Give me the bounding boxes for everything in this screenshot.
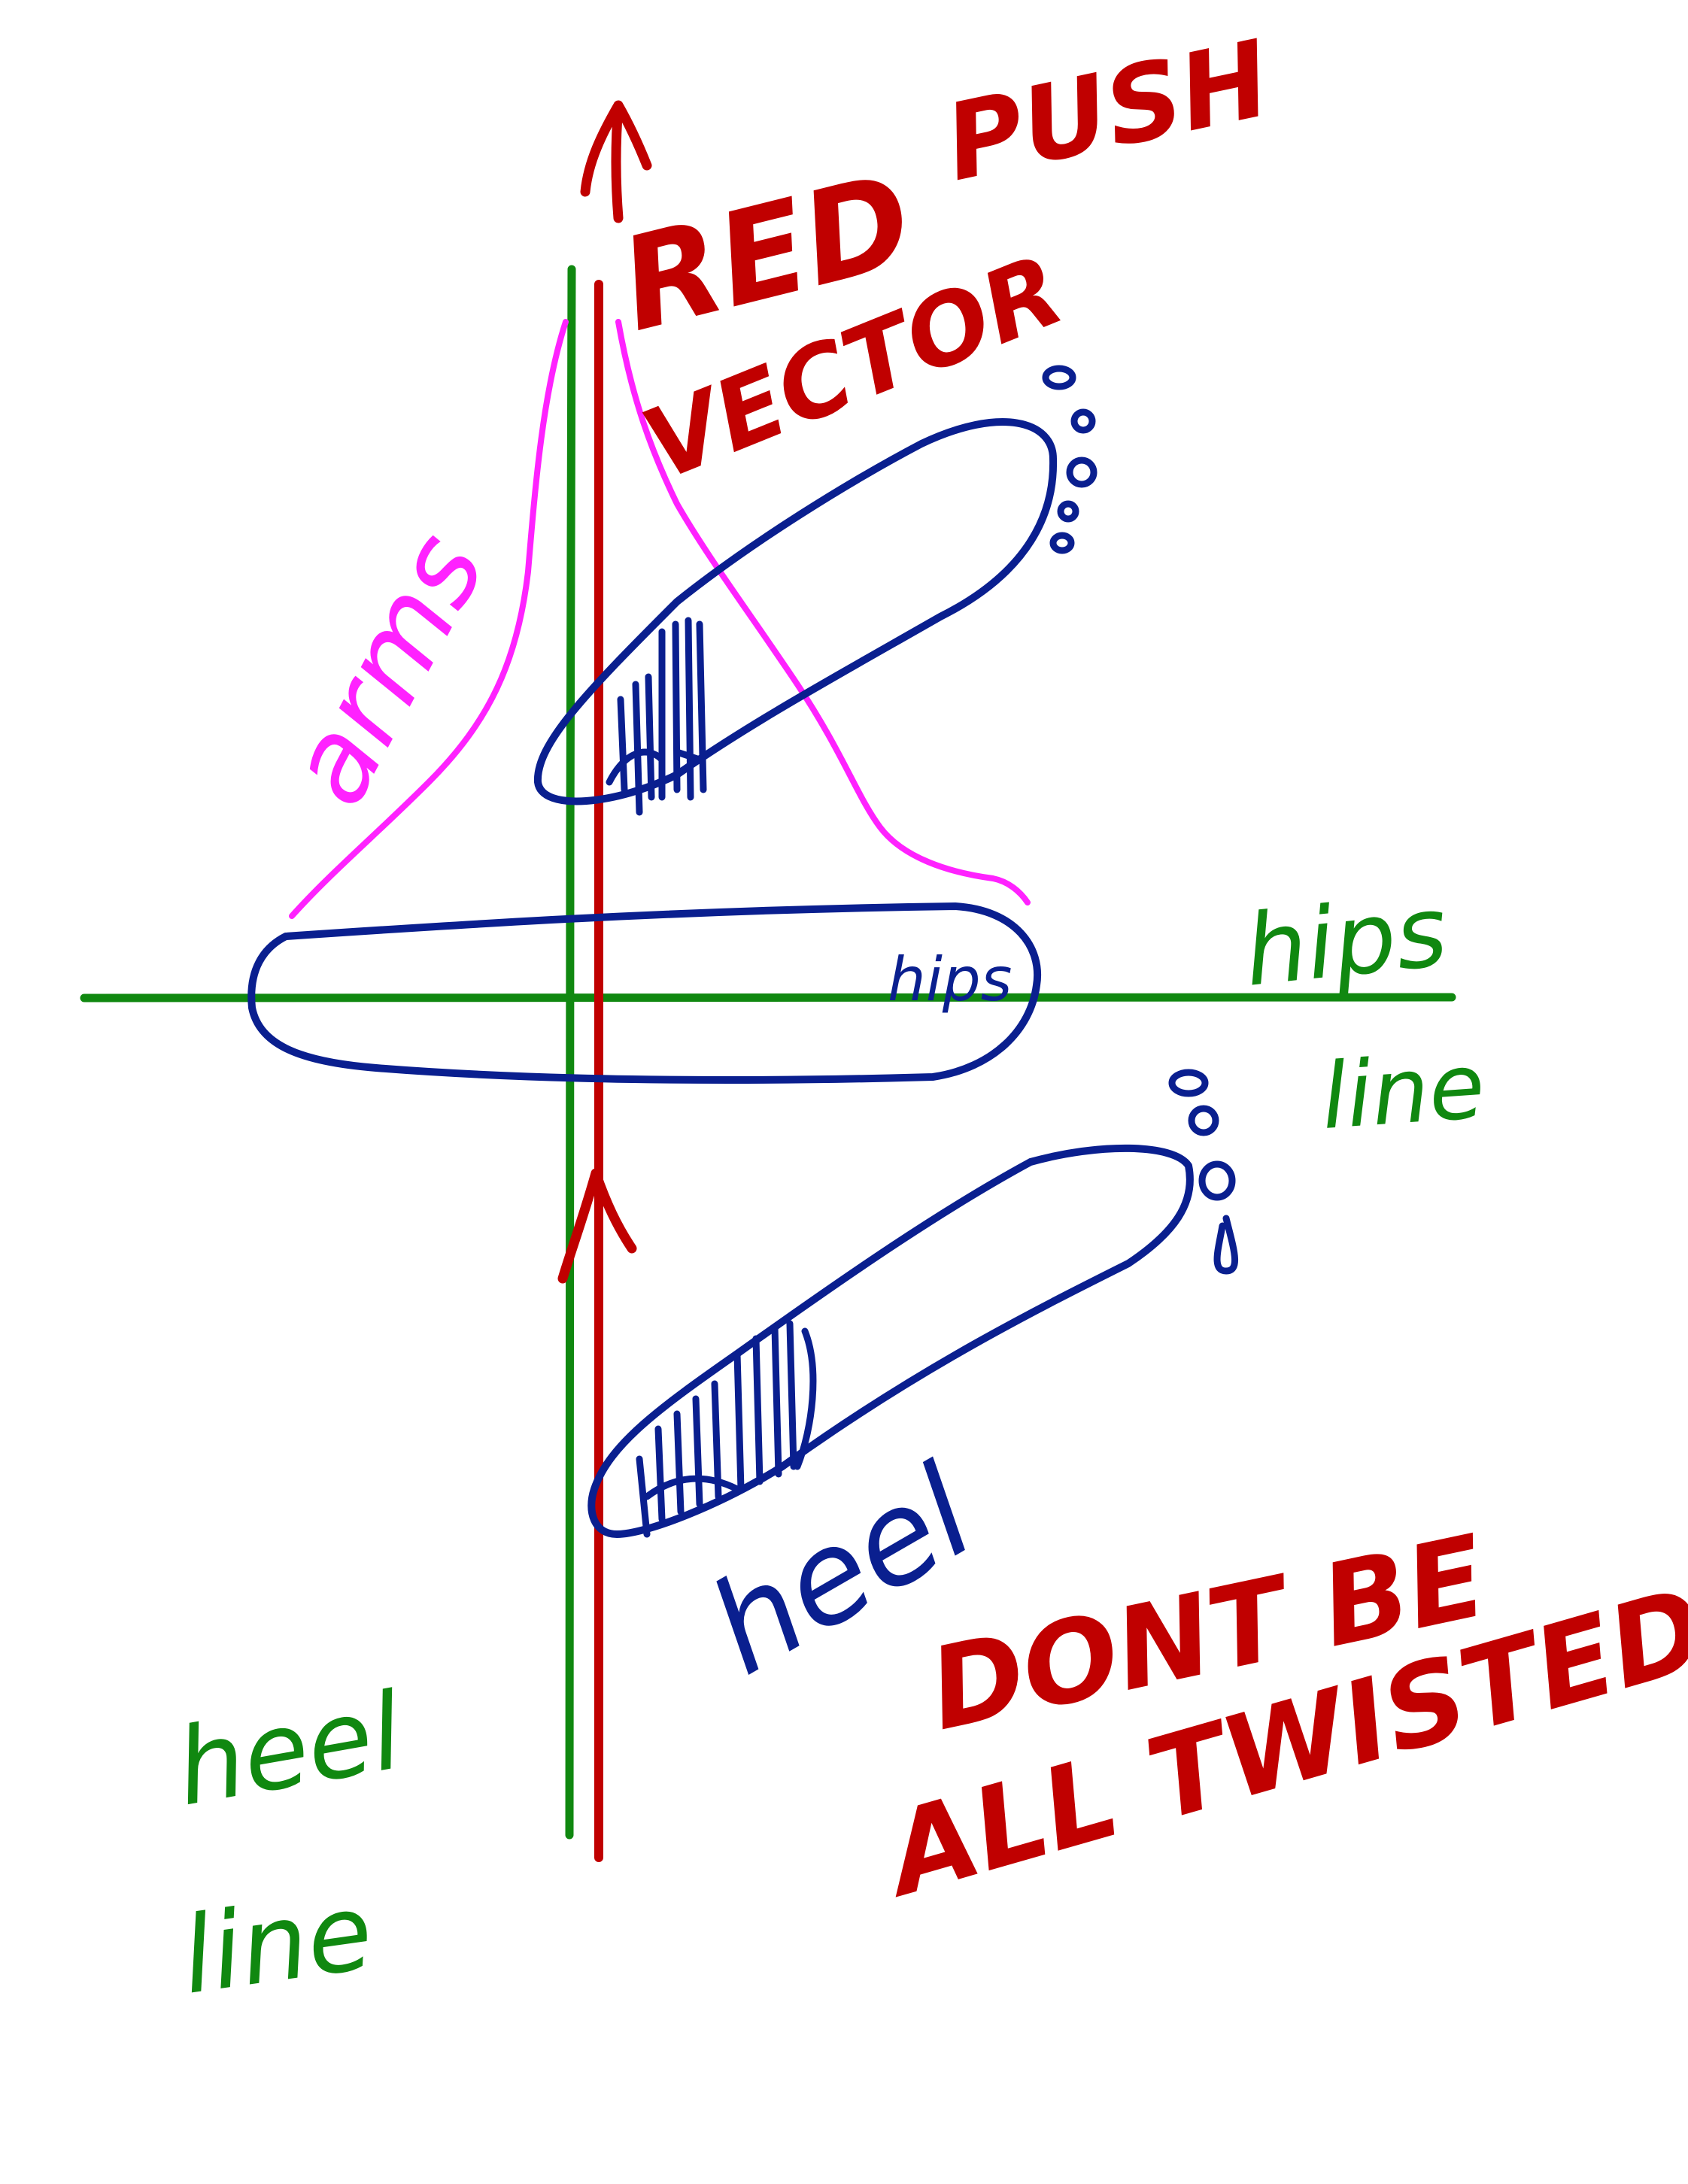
upper-foot-outline (533, 418, 1058, 805)
arms-right-curve (615, 319, 1031, 905)
lower-arrowhead (557, 1168, 637, 1284)
lower-foot-toes (1168, 1069, 1239, 1275)
hips-outline (247, 902, 1042, 1084)
heel-line (565, 265, 576, 1840)
arms-left-curve (289, 319, 569, 919)
hips-oval-label: hips (888, 945, 1012, 1015)
push-label: PUSH (935, 18, 1280, 206)
heel-line-label-1: heel (168, 1670, 411, 1831)
upper-foot-toes (1042, 365, 1098, 554)
upper-arrowhead (580, 100, 652, 223)
hips-line-label-2: line (1318, 1034, 1488, 1150)
hips-line-label-1: hips (1239, 874, 1452, 1009)
lower-foot-heel-hatching (636, 1320, 817, 1538)
upper-foot-heel-hatching (606, 617, 707, 816)
hips-line (80, 993, 1456, 1003)
lower-foot-outline (587, 1144, 1194, 1538)
arms-label: arms (262, 513, 511, 825)
heel-line-label-2: line (175, 1870, 380, 2019)
